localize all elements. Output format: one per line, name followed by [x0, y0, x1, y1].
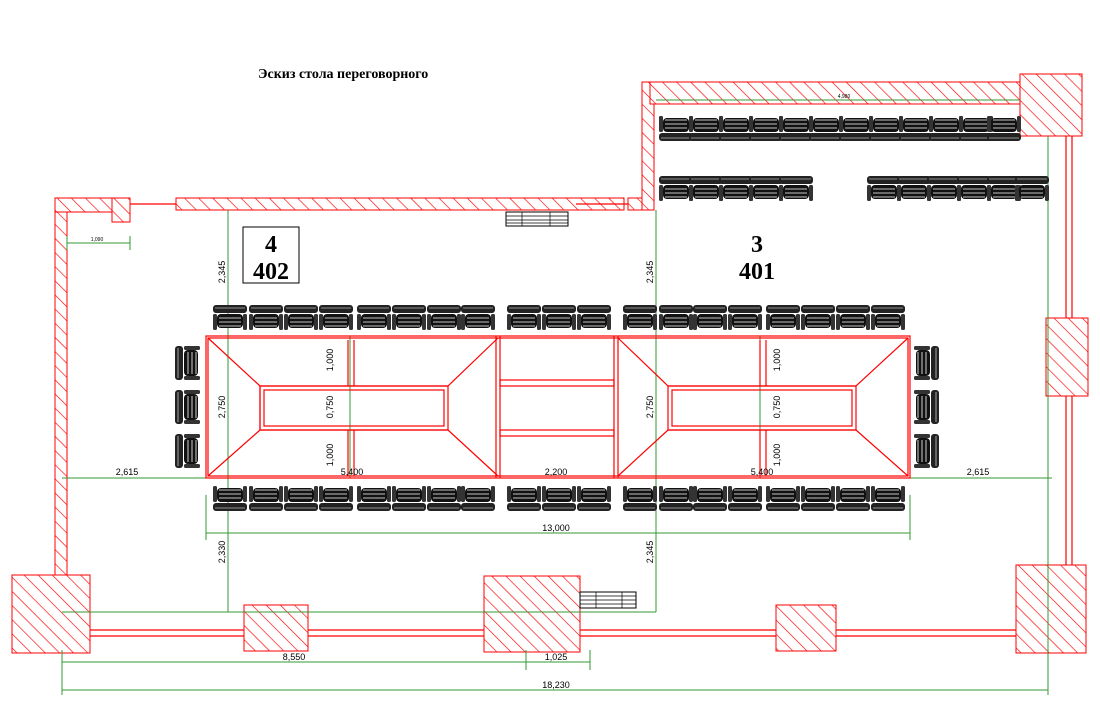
room-number-3: 3 [751, 232, 763, 258]
dim-width-left: 2,750 [217, 396, 227, 419]
dimension-labels: 2,615 2,615 5,400 2,200 5,400 13,000 2,7… [91, 94, 990, 690]
stacked-chairs-bottom [579, 591, 637, 609]
dim-wall-8550: 8,550 [283, 652, 306, 662]
dim-seg-bot-right: 1,000 [772, 444, 782, 467]
dim-table-left: 5,400 [341, 467, 364, 477]
chairs-right-end [913, 345, 940, 469]
room-label-402: 4 402 [242, 226, 300, 285]
dim-seg-mid-left: 0,750 [325, 396, 335, 419]
room-number-4: 4 [265, 232, 277, 258]
dim-seg-top-left: 1,000 [325, 349, 335, 372]
chairs-left-end [174, 345, 201, 469]
dim-width-right: 2,750 [645, 396, 655, 419]
chairs-upper-row-1 [658, 115, 1022, 142]
dim-small-top: 4,980 [838, 94, 851, 100]
dim-right-offset: 2,615 [967, 467, 990, 477]
dim-top-gap-right: 2,345 [645, 261, 655, 284]
dim-table-total: 13,000 [542, 523, 570, 533]
dim-seg-top-right: 1,000 [772, 349, 782, 372]
dim-seg-bot-left: 1,000 [325, 444, 335, 467]
conference-table [205, 335, 911, 479]
room-code-401: 401 [739, 259, 775, 285]
walls [11, 73, 1089, 654]
chairs-bottom-row [212, 485, 906, 512]
chairs-top-row [212, 304, 906, 331]
room-label-401: 3 401 [739, 232, 775, 285]
dim-wall-1025: 1,025 [545, 652, 568, 662]
dim-bottom-gap-right: 2,345 [645, 541, 655, 564]
dim-left-offset: 2,615 [116, 467, 139, 477]
dim-top-gap-left: 2,345 [217, 261, 227, 284]
stacked-chairs-top [505, 211, 569, 227]
dim-bottom-gap-left: 2,330 [217, 541, 227, 564]
dim-table-center: 2,200 [545, 467, 568, 477]
dim-small-left: 1,090 [91, 237, 104, 243]
chairs-upper-row-2 [658, 175, 1050, 202]
dim-table-right: 5,400 [751, 467, 774, 477]
dim-seg-mid-right: 0,750 [772, 396, 782, 419]
dim-overall: 18,230 [542, 680, 570, 690]
room-code-402: 402 [253, 259, 289, 285]
drawing-title: Эскиз стола переговорного [258, 67, 428, 82]
